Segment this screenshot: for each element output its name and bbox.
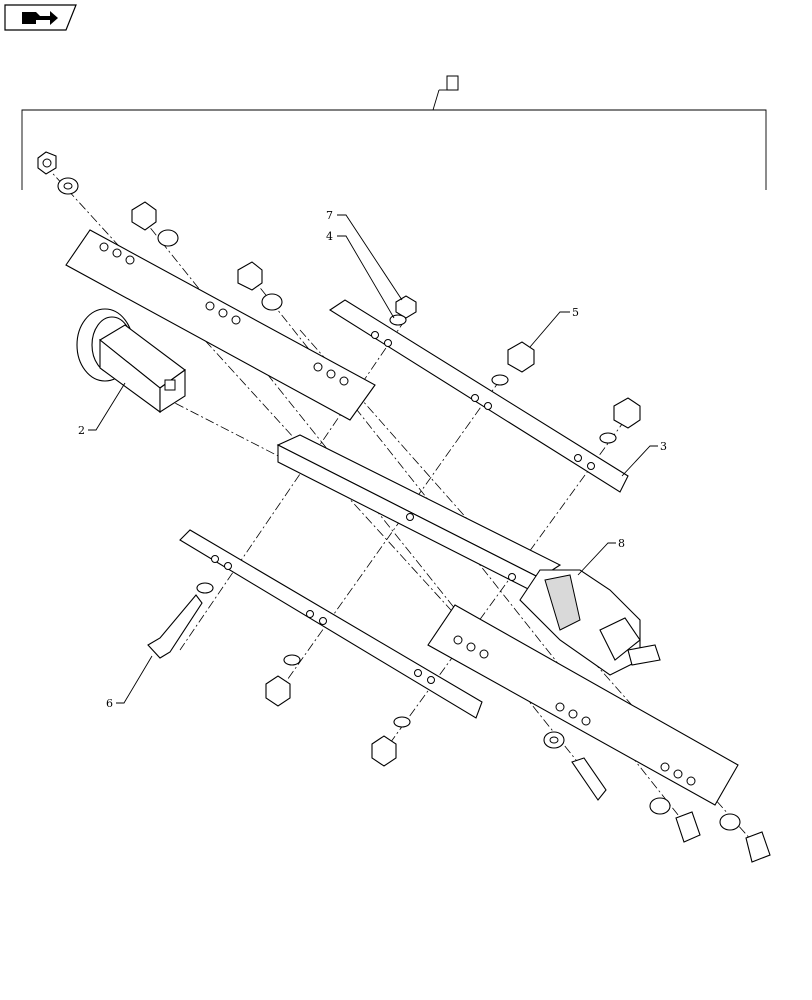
callout-2-text: 2 <box>78 424 85 437</box>
gear-housing-part-8 <box>519 569 661 676</box>
callout-6-text: 6 <box>106 697 113 710</box>
callout-3-text: 3 <box>660 440 667 453</box>
washer-top-left <box>57 177 79 195</box>
back-nav-button[interactable] <box>4 4 77 31</box>
hub-part-2 <box>76 308 186 414</box>
callout-8: 8 <box>577 537 625 576</box>
callout-5: 5 <box>529 306 579 348</box>
callout-6: 6 <box>106 655 153 710</box>
fasteners <box>37 151 771 863</box>
bolt-upper-2 <box>237 261 283 311</box>
callouts: 7 4 5 2 3 8 6 <box>78 209 667 710</box>
bolt-lower-2 <box>371 716 411 767</box>
bolt-lower-right-1 <box>571 757 607 801</box>
flat-bar-lower-left <box>179 529 483 719</box>
flat-bar-upper-left <box>65 229 376 421</box>
callout-7: 7 <box>326 209 403 301</box>
bolt-part-5 <box>491 341 535 386</box>
bolt-lower-right-2 <box>675 811 701 843</box>
callout-4: 4 <box>326 230 395 319</box>
washer-lower-right-2 <box>649 797 671 815</box>
callout-3: 3 <box>621 440 667 477</box>
washer-lower-right-1 <box>543 731 565 749</box>
bolt-lower-right-3 <box>745 831 771 863</box>
nut-top-left <box>37 151 57 175</box>
nut-part-7 <box>395 295 417 319</box>
flat-bar-lower-right <box>427 604 739 806</box>
washer-part-4 <box>389 314 407 326</box>
assembly-ref-box <box>446 75 459 91</box>
square-shaft <box>276 434 562 596</box>
flat-bar-part-3 <box>328 299 629 493</box>
bolt-upper-1 <box>131 201 179 247</box>
bolt-right-1 <box>599 397 641 444</box>
callout-2: 2 <box>78 382 126 437</box>
washer-lower-right-3 <box>719 813 741 831</box>
callout-5-text: 5 <box>572 306 579 319</box>
assembly-bracket <box>21 75 767 190</box>
callout-7-text: 7 <box>326 209 333 222</box>
bolt-part-6 <box>147 594 203 659</box>
bolt-lower-1 <box>265 654 301 707</box>
callout-4-text: 4 <box>326 230 333 243</box>
washer-part-6-top <box>196 582 214 594</box>
callout-8-text: 8 <box>618 537 625 550</box>
return-arrow-icon <box>22 11 58 25</box>
